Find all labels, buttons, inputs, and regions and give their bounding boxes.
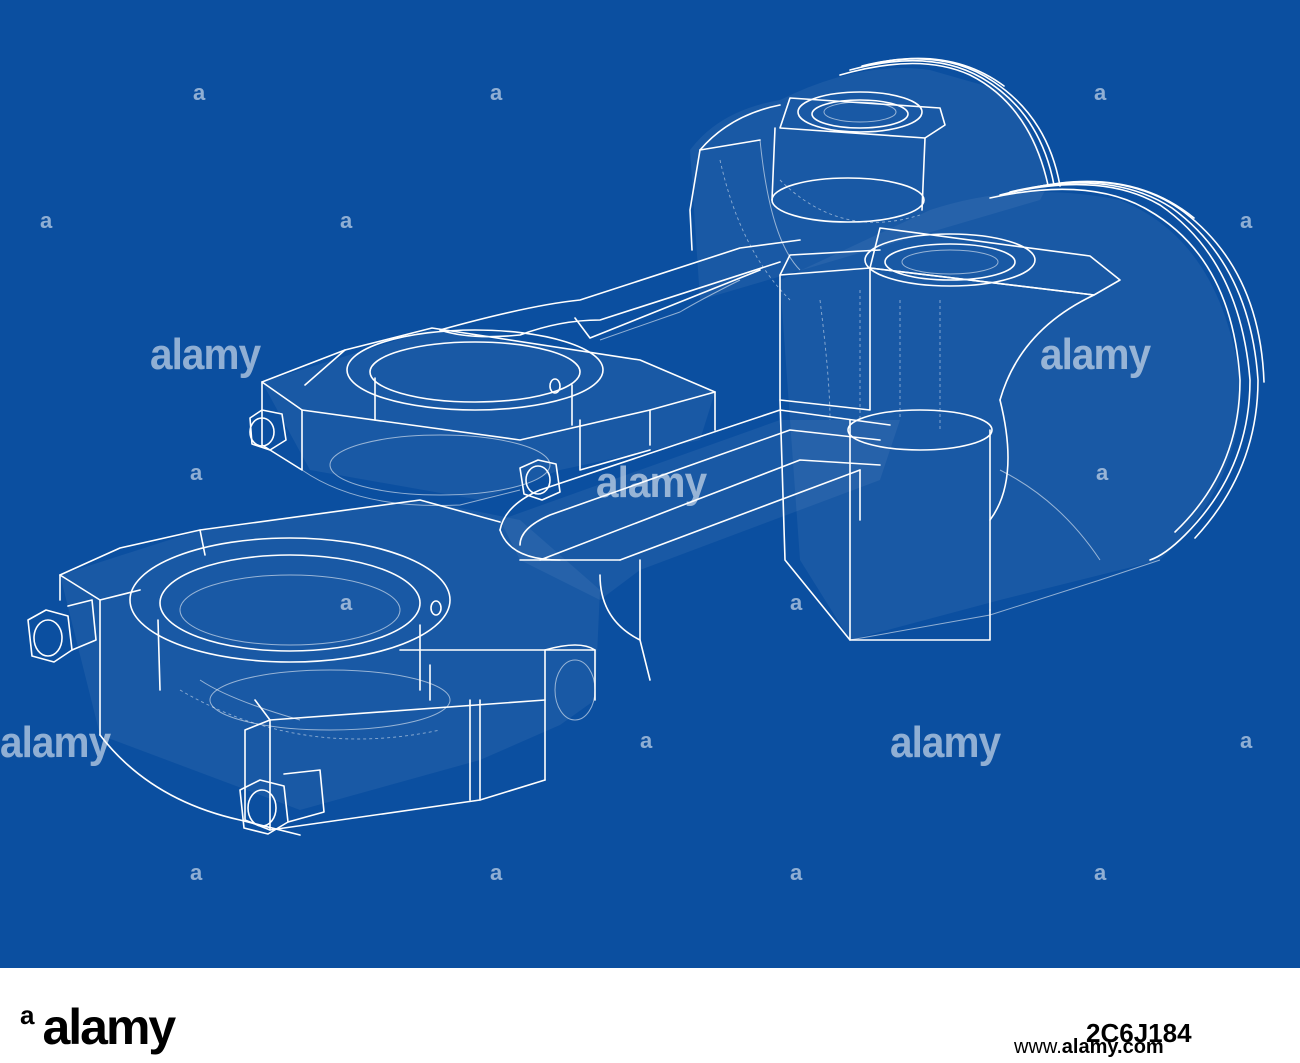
watermark-text: alamy (0, 718, 111, 767)
watermark-mark: a (40, 208, 53, 233)
back-connecting-rod (249, 239, 801, 507)
watermark-mark: a (1094, 860, 1107, 885)
watermark-mark: a (1240, 208, 1253, 233)
url-prefix: www. (1014, 1036, 1062, 1058)
watermark-mark: a (190, 460, 203, 485)
watermark-mark: a (490, 860, 503, 885)
watermark-text: alamy (596, 458, 707, 507)
watermark-mark: a (193, 80, 206, 105)
front-piston (779, 180, 1265, 641)
stock-footer-bar (0, 968, 1300, 1063)
watermark-mark: a (190, 860, 203, 885)
watermark-mark: a (1240, 728, 1253, 753)
watermark-text: alamy (150, 330, 261, 379)
watermark-mark: a (1094, 80, 1107, 105)
blueprint-canvas: a a a a a a alamy alamy a alamy a a a al… (0, 0, 1300, 968)
watermark-mark: a (1096, 460, 1109, 485)
watermark-mark: a (340, 208, 353, 233)
watermark-text: alamy (1040, 330, 1151, 379)
site-url[interactable]: www.alamy.com (1014, 1037, 1164, 1057)
url-host: alamy.com (1061, 1036, 1164, 1058)
watermark-mark: a (490, 80, 503, 105)
watermark-mark: a (340, 590, 353, 615)
front-connecting-rod (27, 409, 900, 836)
watermark-mark: a (790, 860, 803, 885)
connecting-rods-wireframe-drawing (27, 57, 1265, 836)
watermark-mark: a (640, 728, 653, 753)
logo-text: alamy (42, 999, 176, 1055)
logo-mark: a (20, 1000, 35, 1030)
watermark-mark: a (790, 590, 803, 615)
image-id: 2C6J184 (1086, 1018, 1192, 1048)
watermark-text: alamy (890, 718, 1001, 767)
